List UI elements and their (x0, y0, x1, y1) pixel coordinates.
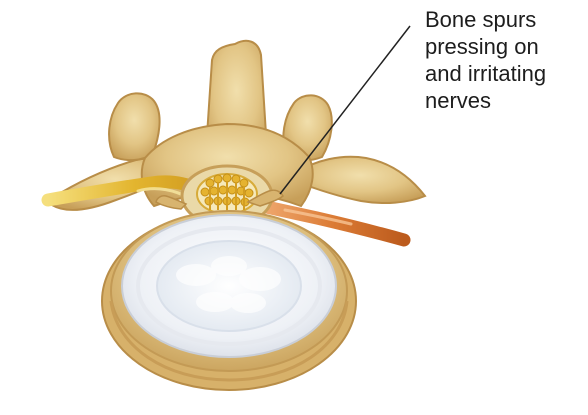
transverse-process-right (295, 157, 425, 203)
callout-line-1: Bone spurs (425, 6, 585, 33)
nucleus-pulposus (157, 241, 301, 331)
callout-line-4: nerves (425, 87, 585, 114)
nerve-bundle (201, 174, 253, 211)
callout-label: Bone spurs pressing on and irritating ne… (425, 6, 585, 114)
callout-line-3: and irritating (425, 60, 585, 87)
callout-line-2: pressing on (425, 33, 585, 60)
